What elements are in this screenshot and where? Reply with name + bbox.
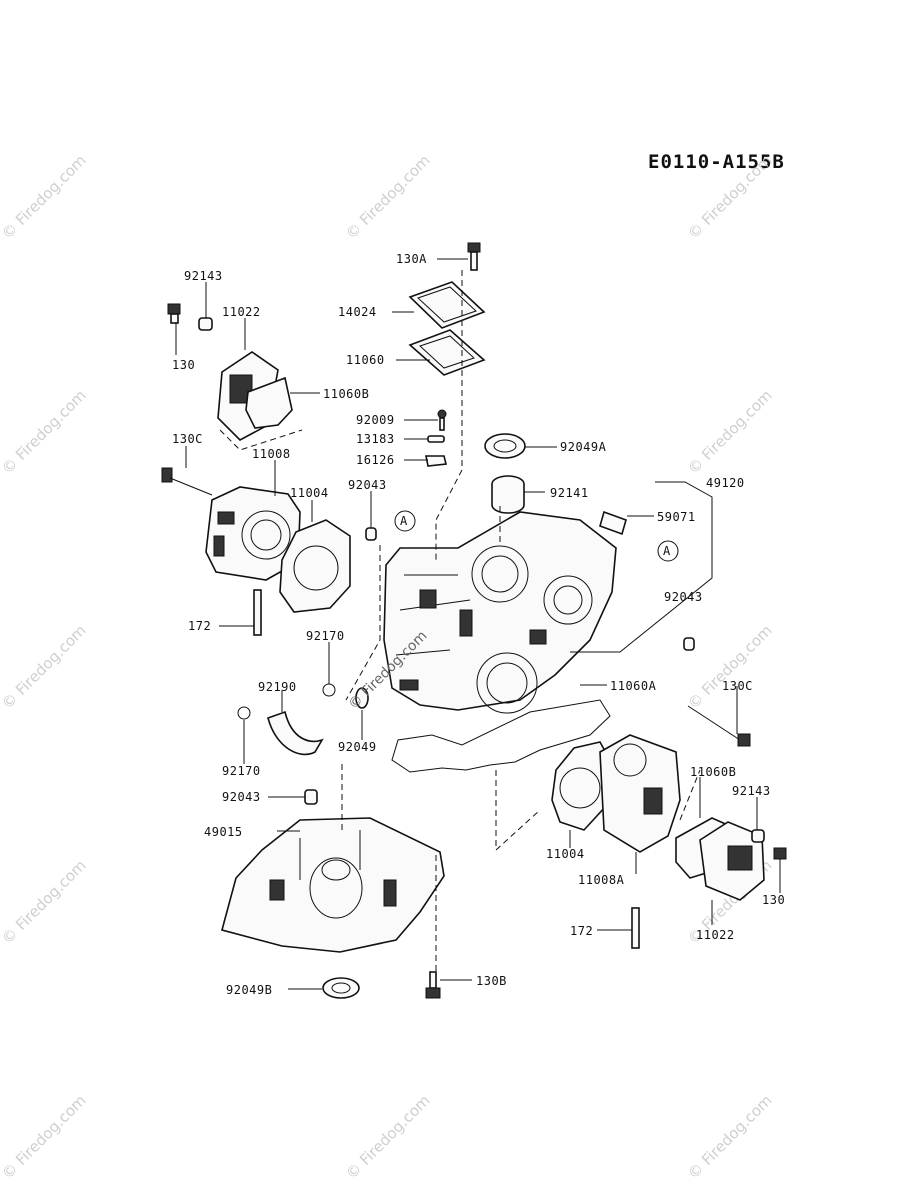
label-92049: 92049 bbox=[338, 740, 377, 754]
label-16126: 16126 bbox=[356, 453, 395, 467]
clip-92170-lower bbox=[237, 706, 251, 720]
oring-92049 bbox=[355, 687, 369, 709]
oil-pan-49015 bbox=[221, 817, 445, 953]
label-14024: 14024 bbox=[338, 305, 377, 319]
label-11004-left: 11004 bbox=[290, 486, 329, 500]
bolt-130-right bbox=[773, 847, 787, 860]
label-130-left: 130 bbox=[172, 358, 195, 372]
label-130A: 130A bbox=[396, 252, 427, 266]
bolt-130A bbox=[467, 242, 481, 271]
label-92049B: 92049B bbox=[226, 983, 272, 997]
collar-92143-right bbox=[751, 829, 765, 843]
label-11060B-left: 11060B bbox=[323, 387, 369, 401]
label-92043-lower: 92043 bbox=[222, 790, 261, 804]
head-gasket-11004-left bbox=[279, 519, 351, 613]
label-92049A: 92049A bbox=[560, 440, 607, 454]
watermark: © Firedog.com bbox=[684, 151, 776, 243]
label-11060: 11060 bbox=[346, 353, 385, 367]
stud-172-right bbox=[631, 907, 640, 949]
crankcase-49120 bbox=[383, 511, 617, 714]
bolt-92009 bbox=[437, 409, 447, 431]
watermark: © Firedog.com bbox=[0, 151, 90, 243]
watermark: © Firedog.com bbox=[0, 856, 90, 948]
sleeve-92141 bbox=[491, 475, 525, 514]
watermark: © Firedog.com bbox=[0, 621, 90, 713]
label-92141: 92141 bbox=[550, 486, 589, 500]
label-172-right: 172 bbox=[570, 924, 593, 938]
label-13183: 13183 bbox=[356, 432, 395, 446]
cover-11022-right bbox=[699, 821, 765, 901]
label-11022-left: 11022 bbox=[222, 305, 261, 319]
seal-92049B bbox=[322, 977, 360, 999]
label-11060B-right: 11060B bbox=[690, 765, 736, 779]
label-11022-right: 11022 bbox=[696, 928, 735, 942]
label-130C-right: 130C bbox=[722, 679, 753, 693]
dowel-92043-lower bbox=[304, 789, 318, 805]
label-92143-right: 92143 bbox=[732, 784, 771, 798]
dowel-92043-right bbox=[683, 637, 695, 651]
leader-lines bbox=[175, 258, 781, 990]
label-92043-right: 92043 bbox=[664, 590, 703, 604]
label-11004-right: 11004 bbox=[546, 847, 585, 861]
watermark: © Firedog.com bbox=[0, 1091, 90, 1183]
label-49120: 49120 bbox=[706, 476, 745, 490]
collar-92143-left bbox=[198, 317, 213, 331]
gasket-11060B-left bbox=[245, 376, 293, 429]
label-130-right: 130 bbox=[762, 893, 785, 907]
bolt-130C-right bbox=[687, 705, 751, 747]
label-130B: 130B bbox=[476, 974, 507, 988]
watermark: © Firedog.com bbox=[342, 151, 434, 243]
watermark: © Firedog.com bbox=[684, 386, 776, 478]
bolt-130C-left bbox=[161, 467, 213, 496]
label-49015: 49015 bbox=[204, 825, 243, 839]
dowel-92043-top bbox=[365, 527, 377, 541]
label-59071: 59071 bbox=[657, 510, 696, 524]
hose-92190 bbox=[267, 710, 324, 756]
watermark: © Firedog.com bbox=[0, 386, 90, 478]
label-92043-top: 92043 bbox=[348, 478, 387, 492]
cover-14024 bbox=[408, 281, 486, 329]
label-92009: 92009 bbox=[356, 413, 395, 427]
callout-A-right: A bbox=[657, 540, 679, 562]
label-11008A: 11008A bbox=[578, 873, 625, 887]
callout-A-left: A bbox=[394, 510, 416, 532]
clip-92170-upper bbox=[322, 683, 336, 697]
label-130C-left: 130C bbox=[172, 432, 203, 446]
label-92170-upper: 92170 bbox=[306, 629, 345, 643]
bolt-130-left bbox=[167, 303, 181, 324]
diagram-code: E0110-A155B bbox=[648, 151, 785, 173]
bolt-130B bbox=[425, 971, 441, 999]
label-92170-lower: 92170 bbox=[222, 764, 261, 778]
callout-A-left-label: A bbox=[400, 514, 408, 528]
seal-92049A bbox=[484, 433, 526, 459]
stud-172-left bbox=[253, 589, 262, 636]
valve-59071 bbox=[599, 510, 627, 536]
label-92143-left: 92143 bbox=[184, 269, 223, 283]
clip-16126 bbox=[425, 455, 447, 467]
watermark: © Firedog.com bbox=[684, 1091, 776, 1183]
label-172-left: 172 bbox=[188, 619, 211, 633]
gasket-11060A bbox=[391, 699, 611, 773]
callout-A-right-label: A bbox=[663, 544, 671, 558]
cylinder-head-11008 bbox=[205, 486, 301, 581]
watermark: © Firedog.com bbox=[684, 621, 776, 713]
plate-13183 bbox=[427, 435, 445, 443]
cylinder-head-11008A bbox=[599, 734, 681, 853]
gasket-11060 bbox=[408, 329, 486, 376]
label-92190: 92190 bbox=[258, 680, 297, 694]
label-11060A: 11060A bbox=[610, 679, 657, 693]
part-labels: 130A 14024 11060 92009 13183 16126 92049… bbox=[172, 252, 785, 997]
watermark: © Firedog.com bbox=[342, 1091, 434, 1183]
label-11008: 11008 bbox=[252, 447, 291, 461]
